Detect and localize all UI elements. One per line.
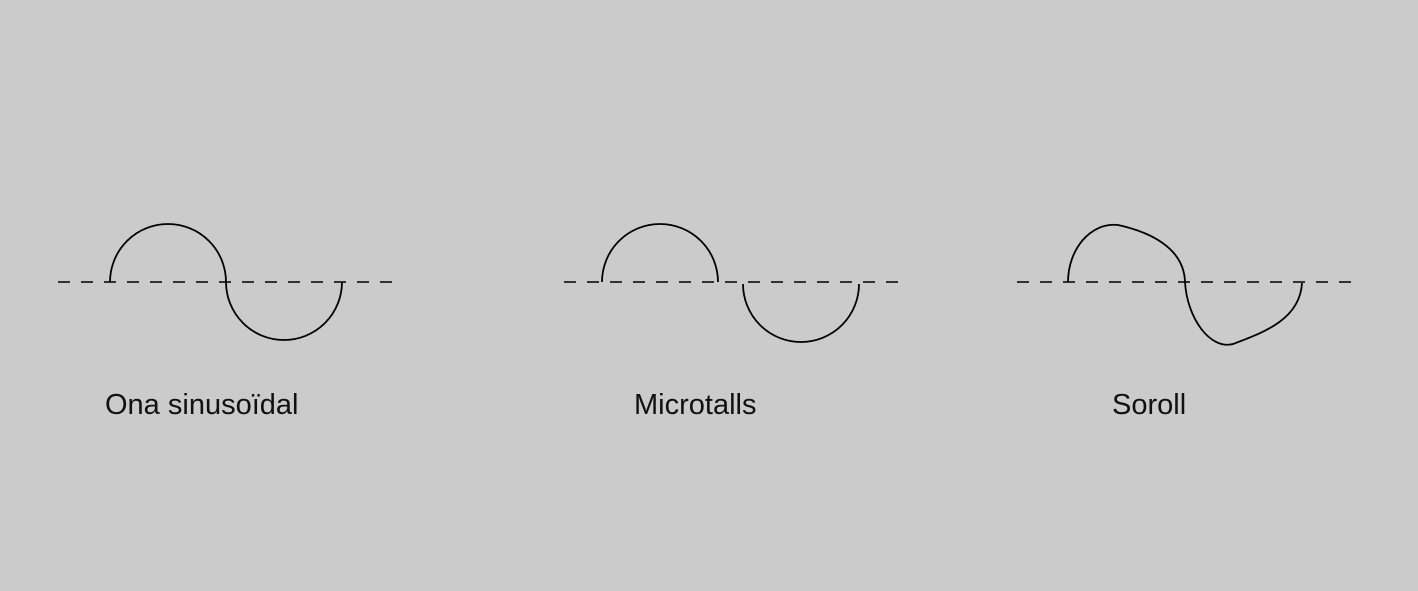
sine-wave-label: Ona sinusoïdal [105,389,298,421]
noise-panel: Soroll [1017,224,1359,421]
noise-wave-curve [1067,224,1303,346]
sine-wave-panel: Ona sinusoïdal [58,223,400,421]
noise-label: Soroll [1112,389,1186,421]
sine-wave-curve [109,223,343,341]
microcuts-panel: Microtalls [564,223,906,421]
microcuts-wave-curve [601,223,860,343]
microcuts-label: Microtalls [634,389,756,421]
